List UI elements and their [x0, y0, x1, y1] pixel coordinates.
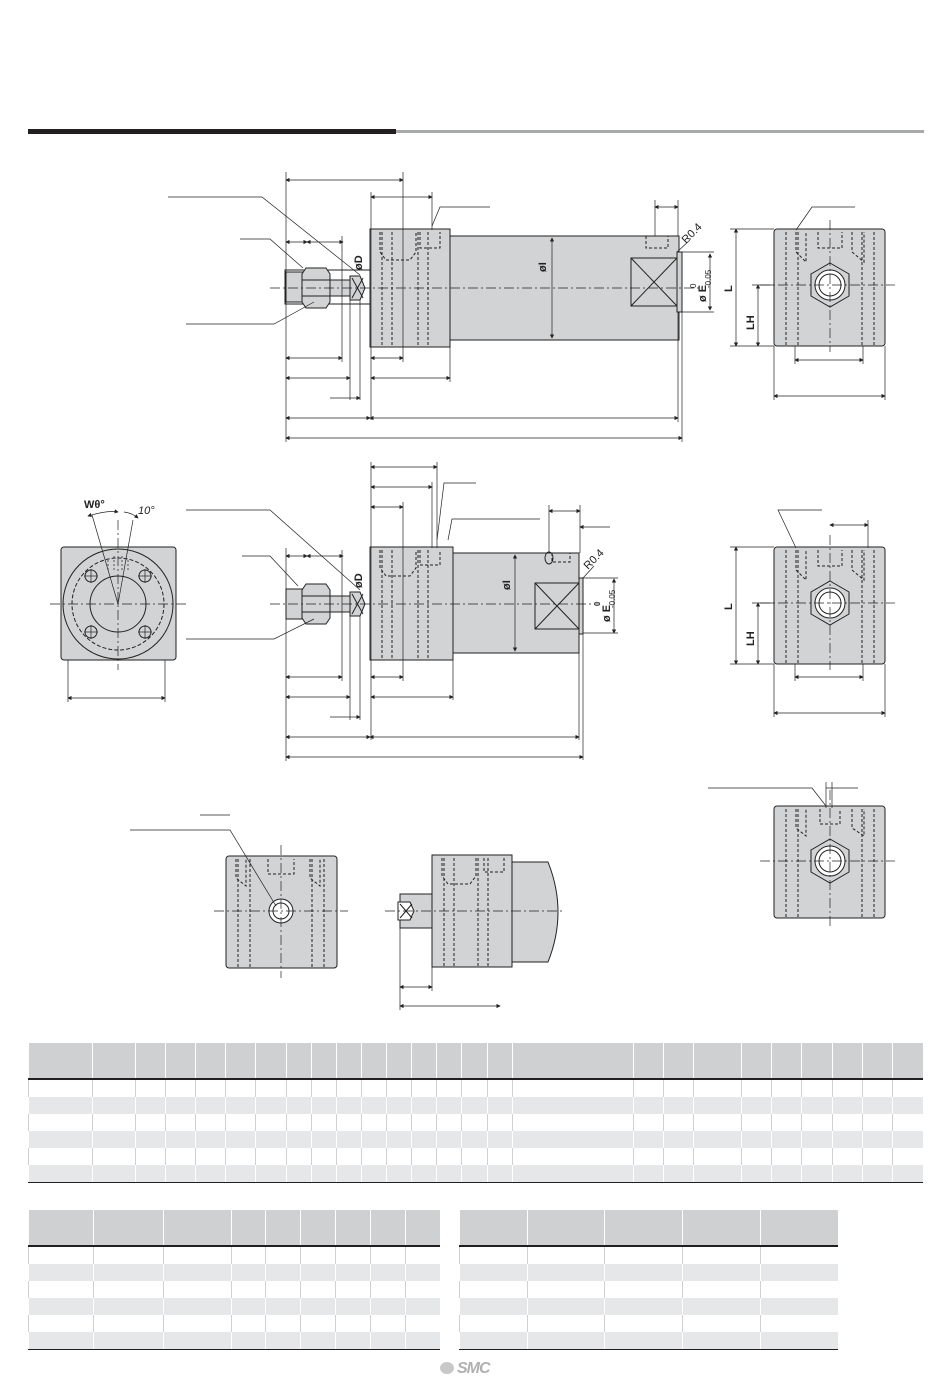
label-r04-mid: R0.4 [582, 547, 607, 572]
dimension-table-right [459, 1210, 838, 1350]
table-header-row [459, 1210, 838, 1247]
table-row [459, 1315, 838, 1332]
table-row [459, 1332, 838, 1350]
end-view-middle [730, 509, 895, 717]
tolerance-labels: 0 -0.05 0 -0.05 [593, 269, 713, 608]
table-row [27, 1114, 923, 1131]
table-row [459, 1246, 838, 1264]
tol-lower-top: -0.05 [704, 269, 713, 288]
smc-logo-text: SMC [457, 1360, 491, 1377]
side-view-top [168, 172, 714, 442]
table-row [459, 1281, 838, 1298]
tol-lower-mid: -0.05 [608, 589, 617, 608]
table-row [27, 1079, 923, 1097]
table-row [27, 1097, 923, 1114]
label-od-top: øD [353, 255, 365, 270]
dimension-table-main [27, 1043, 923, 1183]
detail-view-right [708, 782, 895, 928]
table-row [27, 1148, 923, 1165]
table-row [27, 1165, 923, 1183]
table-header-row [27, 1043, 923, 1080]
table-row [28, 1281, 440, 1298]
table-row [28, 1298, 440, 1315]
label-od-mid: øD [353, 573, 365, 588]
label-l-top: L [723, 285, 735, 292]
detail-view-left [130, 814, 348, 978]
label-lh-top: LH [745, 315, 757, 330]
smc-logo-icon [440, 1362, 454, 1374]
label-lh-mid: LH [745, 631, 757, 646]
label-l-mid: L [723, 603, 735, 610]
side-view-middle [186, 462, 618, 761]
flange-front-view [50, 509, 186, 702]
label-10-angle: 10° [138, 505, 155, 517]
tol-upper-top: 0 [689, 283, 698, 288]
smc-logo: SMC [440, 1360, 491, 1378]
end-view-top [730, 206, 895, 400]
table-row [28, 1264, 440, 1281]
detail-view-middle [385, 854, 565, 1010]
table-row [459, 1298, 838, 1315]
header-rule-dark [28, 129, 396, 134]
table-row [28, 1315, 440, 1332]
table-row [27, 1131, 923, 1148]
header-rule-light [396, 130, 924, 133]
label-r04-top: R0.4 [680, 221, 705, 246]
label-oi-mid: øI [501, 580, 513, 590]
table-header-row [28, 1210, 440, 1247]
table-row [28, 1246, 440, 1264]
tol-upper-mid: 0 [593, 601, 602, 606]
dimension-table-left [28, 1210, 440, 1350]
label-oe-mid: ø E [601, 605, 613, 622]
label-w-angle: Wθ° [84, 499, 105, 511]
table-row [28, 1332, 440, 1350]
label-oe-top: ø E [697, 285, 709, 302]
table-row [459, 1264, 838, 1281]
label-oi-top: øI [537, 262, 549, 272]
